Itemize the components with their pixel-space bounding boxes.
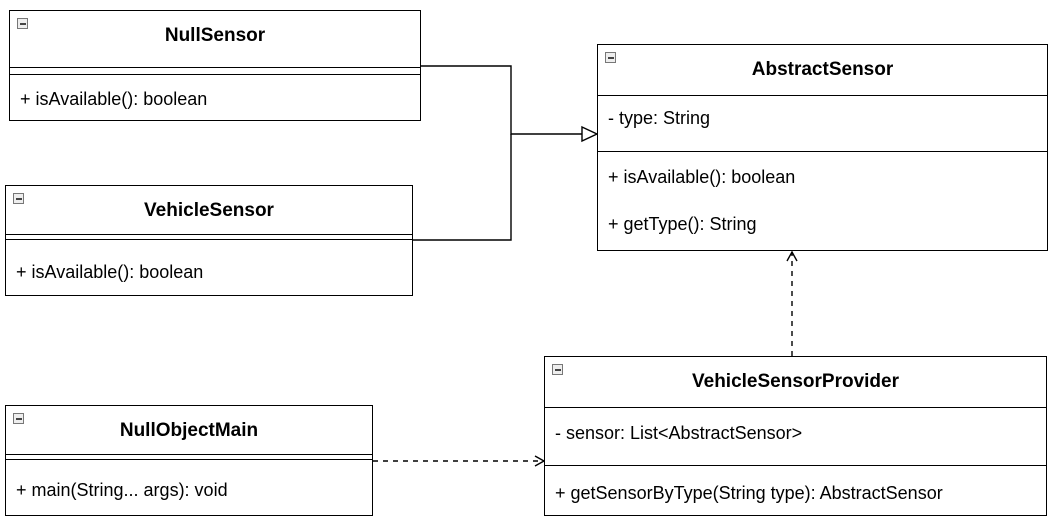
class-abstract-sensor[interactable]: AbstractSensor - type: String + isAvaila… xyxy=(597,44,1048,251)
generalization-arrowhead xyxy=(581,125,599,143)
method-row: + isAvailable(): boolean xyxy=(16,262,204,282)
methods-section: + isAvailable(): boolean + getType(): St… xyxy=(598,152,1047,235)
attribute-divider xyxy=(545,465,1046,466)
methods-section: + isAvailable(): boolean xyxy=(10,75,420,110)
method-row: + getType(): String xyxy=(608,214,757,234)
class-header: NullObjectMain xyxy=(6,406,372,455)
methods-section: + isAvailable(): boolean xyxy=(6,240,412,283)
class-name: NullObjectMain xyxy=(119,420,259,441)
class-null-sensor[interactable]: NullSensor + isAvailable(): boolean xyxy=(9,10,421,121)
attribute-row: - type: String xyxy=(608,108,711,128)
class-header: AbstractSensor xyxy=(598,45,1047,96)
class-header: VehicleSensorProvider xyxy=(545,357,1046,408)
collapse-icon[interactable] xyxy=(17,18,28,29)
class-vehicle-sensor[interactable]: VehicleSensor + isAvailable(): boolean xyxy=(5,185,413,296)
collapse-icon[interactable] xyxy=(605,52,616,63)
class-name: AbstractSensor xyxy=(751,59,894,80)
generalization-null-sensor xyxy=(421,65,582,135)
attribute-divider xyxy=(10,74,420,75)
attributes-section: - sensor: List<AbstractSensor> xyxy=(545,408,1046,465)
class-name: NullSensor xyxy=(164,25,266,46)
method-row: + getSensorByType(String type): Abstract… xyxy=(555,483,943,503)
class-name: VehicleSensor xyxy=(144,200,274,221)
collapse-icon[interactable] xyxy=(13,193,24,204)
class-name: VehicleSensorProvider xyxy=(692,371,899,392)
class-null-object-main[interactable]: NullObjectMain + main(String... args): v… xyxy=(5,405,373,516)
attribute-divider xyxy=(598,151,1047,152)
method-row: + isAvailable(): boolean xyxy=(608,167,796,187)
methods-section: + getSensorByType(String type): Abstract… xyxy=(545,466,1046,504)
collapse-icon[interactable] xyxy=(13,413,24,424)
attribute-row: - sensor: List<AbstractSensor> xyxy=(555,423,803,443)
methods-section: + main(String... args): void xyxy=(6,460,372,501)
attribute-divider xyxy=(6,239,412,240)
collapse-icon[interactable] xyxy=(552,364,563,375)
class-header: NullSensor xyxy=(10,11,420,68)
method-row: + isAvailable(): boolean xyxy=(20,89,208,109)
attributes-section: - type: String xyxy=(598,96,1047,151)
method-row: + main(String... args): void xyxy=(16,480,228,500)
class-header: VehicleSensor xyxy=(6,186,412,235)
generalization-vehicle-sensor xyxy=(413,134,512,241)
attribute-divider xyxy=(6,459,372,460)
class-vehicle-sensor-provider[interactable]: VehicleSensorProvider - sensor: List<Abs… xyxy=(544,356,1047,516)
